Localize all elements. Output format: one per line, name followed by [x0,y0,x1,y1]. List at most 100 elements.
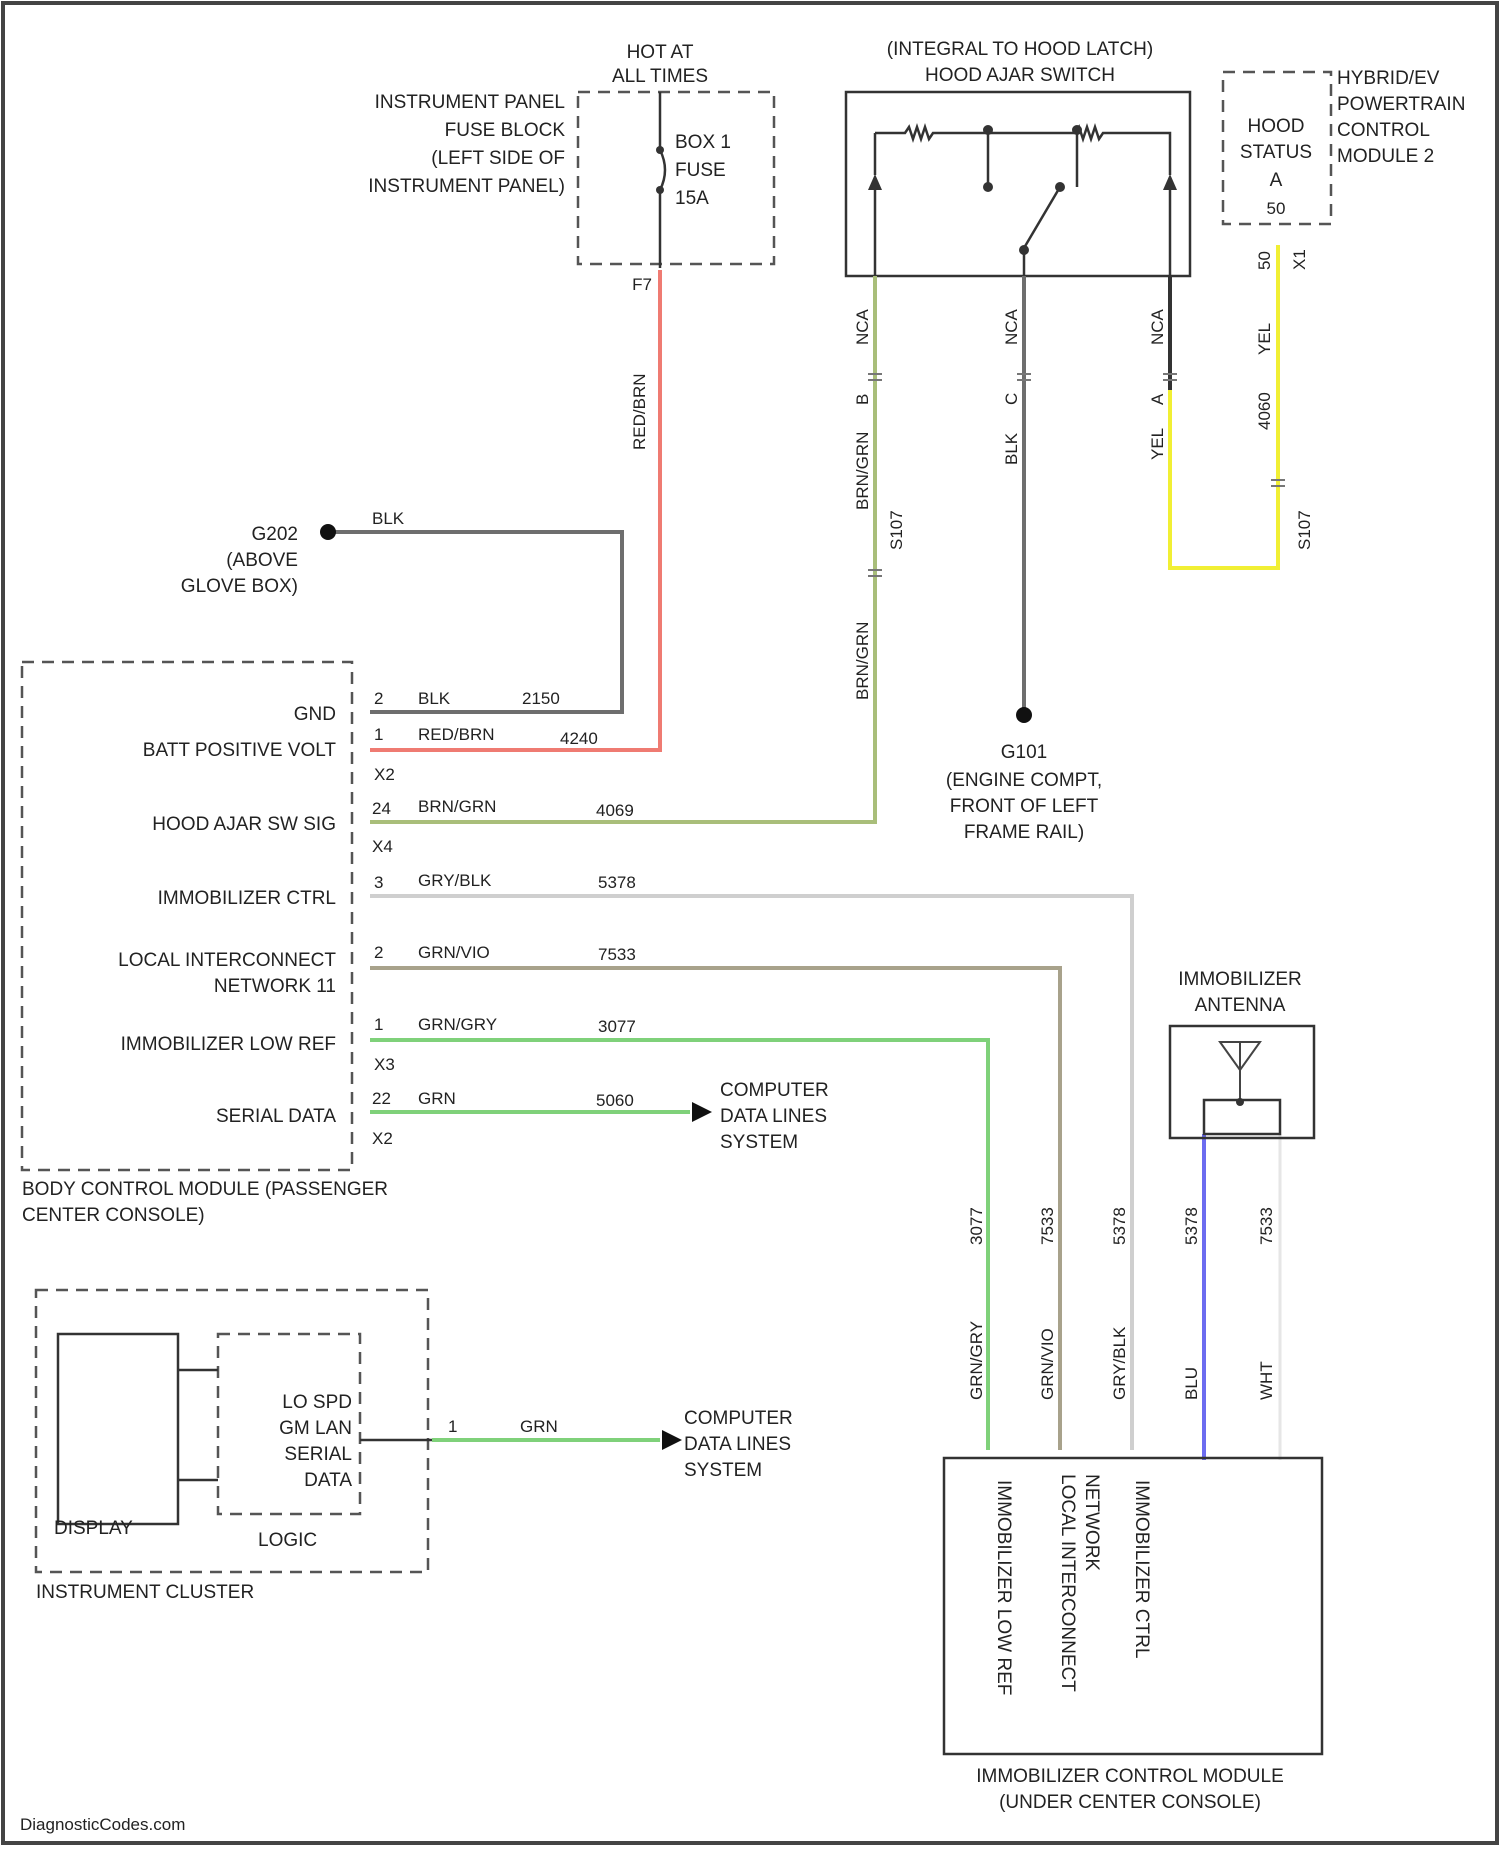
bcm-circuit-gnd: 2150 [522,689,560,708]
bcm-conn-low-ref: X3 [374,1055,395,1074]
bcm-label-low-ref: IMMOBILIZER LOW REF [121,1034,336,1055]
bcm-label-hood: HOOD AJAR SW SIG [152,814,336,835]
cluster-title: INSTRUMENT CLUSTER [36,1582,254,1603]
bcm-label-lin-2: NETWORK 11 [214,976,336,997]
bcm-circuit-hood: 4069 [596,801,634,820]
hood-ajar-switch: (INTEGRAL TO HOOD LATCH) HOOD AJAR SWITC… [846,39,1190,276]
resistor-network-icon [875,127,1170,175]
fuse-block-label-2: FUSE BLOCK [445,120,566,141]
fuse-node-top [656,146,664,154]
bcm-pin-serial: 22 [372,1089,391,1108]
cluster-pin: 1 [448,1417,457,1436]
bcm-circuit-immo-ctrl: 5378 [598,873,636,892]
fuse-label-1: BOX 1 [675,132,731,153]
bcm-color-serial: GRN [418,1089,456,1108]
fuse-block-label-4: INSTRUMENT PANEL) [368,176,565,197]
bcm-title-2: CENTER CONSOLE) [22,1205,205,1226]
bcm-color-low-ref: GRN/GRY [418,1015,497,1034]
diagram-border [3,3,1497,1843]
fuse-element-icon [660,150,665,190]
bcm-pin-lin: 2 [374,943,383,962]
icm-title-2: (UNDER CENTER CONSOLE) [999,1792,1261,1813]
icm-wire-color-3: GRY/BLK [1110,1326,1129,1400]
wire-label-blk-c: BLK [1002,432,1021,465]
bcm-label-gnd: GND [294,704,336,725]
bcm-circuit-serial: 5060 [596,1091,634,1110]
wire-label-red-brn: RED/BRN [630,373,649,450]
g101-name: G101 [1001,742,1047,763]
bcm-color-hood: BRN/GRN [418,797,496,816]
g101-location-2: FRONT OF LEFT [950,796,1099,817]
hood-status-label-1: HOOD [1248,116,1305,137]
computer-data-2-line1: COMPUTER [684,1408,793,1429]
hood-switch-box [846,92,1190,276]
bcm-pin-gnd: 2 [374,689,383,708]
cluster-display-label: DISPLAY [54,1518,133,1539]
icm-wire-color-1: GRN/GRY [967,1321,986,1400]
cluster-logic-line2: GM LAN [279,1418,352,1439]
bcm-pin-low-ref: 1 [374,1015,383,1034]
hybrid-circuit: 4060 [1255,392,1274,430]
wire-gry-blk [370,896,1132,1450]
hood-status-label-2: STATUS [1240,142,1312,163]
g101-location-1: (ENGINE COMPT, [946,770,1102,791]
wire-label-brn-grn-b: BRN/GRN [853,432,872,510]
cluster-logic-line3: SERIAL [284,1444,352,1465]
bcm-label-batt: BATT POSITIVE VOLT [143,740,337,761]
antenna-icon [1220,1042,1260,1100]
bcm-color-lin: GRN/VIO [418,943,490,962]
fuse-label-2: FUSE [675,160,726,181]
icm-pin-label-network: NETWORK [1081,1474,1102,1571]
cluster-display-box [58,1334,178,1524]
wire-label-brn-grn-lower: BRN/GRN [853,622,872,700]
icm-wire-color-4: BLU [1182,1367,1201,1400]
icm-wire-circuit-5: 7533 [1257,1207,1276,1245]
fuse-block-label-3: (LEFT SIDE OF [431,148,565,169]
hybrid-title-4: MODULE 2 [1337,146,1434,167]
connector-marks [868,374,1285,576]
g202-location-1: (ABOVE [226,550,298,571]
hybrid-pin: 50 [1255,251,1274,270]
bcm-label-immo-ctrl: IMMOBILIZER CTRL [158,888,336,909]
ground-g202-icon [320,524,336,540]
arrow-up-icon-left [868,174,882,190]
icm-wire-color-2: GRN/VIO [1038,1328,1057,1400]
bcm-label-serial: SERIAL DATA [216,1106,336,1127]
hood-status-pin-letter: A [1270,170,1283,191]
hybrid-title-3: CONTROL [1337,120,1430,141]
hybrid-connector: X1 [1290,249,1309,270]
icm-wire-circuit-3: 5378 [1110,1207,1129,1245]
computer-data-1-line3: SYSTEM [720,1132,798,1153]
hybrid-wire-color: YEL [1255,323,1274,355]
cluster-logic-line4: DATA [304,1470,352,1491]
antenna-node [1236,1098,1244,1106]
icm-pin-label-low-ref: IMMOBILIZER LOW REF [993,1480,1014,1695]
ground-g101-icon [1016,707,1032,723]
wire-blk-gnd [330,532,622,712]
g202-name: G202 [252,524,298,545]
bcm-circuit-batt: 4240 [560,729,598,748]
bcm-pin-hood: 24 [372,799,391,818]
pin-label-b: B [853,394,872,405]
bcm-outline [22,662,352,1170]
switch-node-3 [983,182,993,192]
hood-switch-title-1: (INTEGRAL TO HOOD LATCH) [887,39,1153,60]
arrow-up-icon-right [1163,174,1177,190]
hot-label-1: HOT AT [627,42,694,63]
g202-location-2: GLOVE BOX) [181,576,298,597]
cluster-logic-line1: LO SPD [282,1392,352,1413]
bcm-conn-batt: X2 [374,765,395,784]
fuse-label-3: 15A [675,188,709,209]
computer-data-2-line2: DATA LINES [684,1434,791,1455]
icm-wire-circuit-1: 3077 [967,1207,986,1245]
bcm-conn-serial: X2 [372,1129,393,1148]
fuse-pin-f7: F7 [632,275,652,294]
icm-wire-circuit-4: 5378 [1182,1207,1201,1245]
watermark: DiagnosticCodes.com [20,1815,185,1834]
bcm-label-lin: LOCAL INTERCONNECT [118,950,336,971]
icm-wire-color-5: WHT [1257,1361,1276,1400]
connector-s107b: S107 [1295,510,1314,550]
bcm-pin-immo-ctrl: 3 [374,873,383,892]
